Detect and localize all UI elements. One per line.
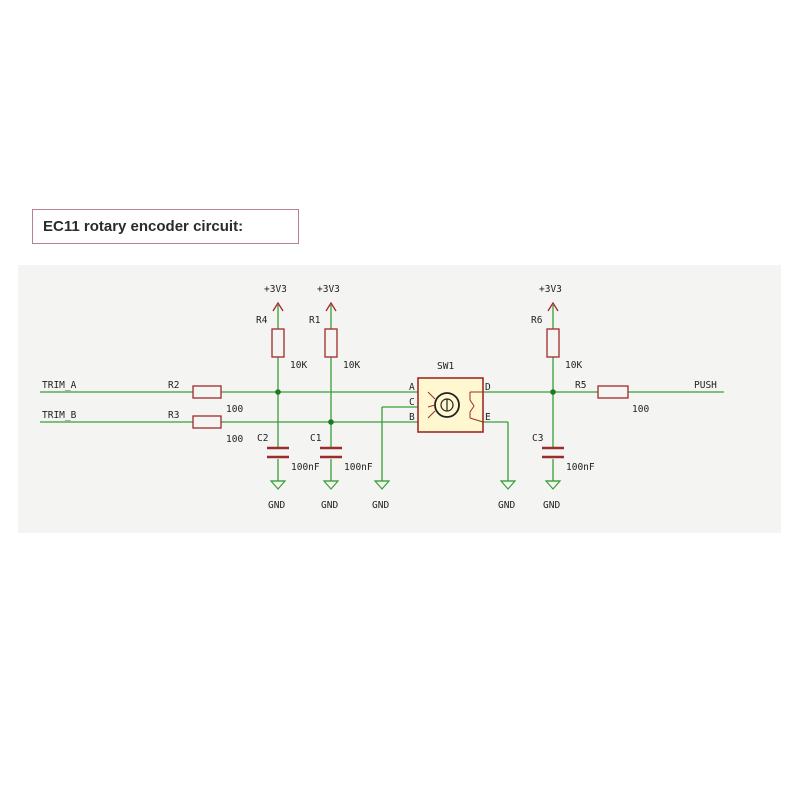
resistor-r3-body [192,415,222,429]
resistor-r1-body [324,328,338,358]
ref-r2: R2 [168,380,179,391]
ground-label-sw-e: GND [498,500,515,511]
capacitor-c2-body [267,446,289,459]
wire-sw-e-gnd [483,421,509,481]
schematic-canvas: TRIM_A TRIM_B PUSH +3V3 +3V3 +3V3 GND GN… [18,265,781,533]
title-box: EC11 rotary encoder circuit: [32,209,299,244]
ref-sw1: SW1 [437,361,454,372]
value-r2: 100 [226,404,243,415]
power-label-r6: +3V3 [539,284,562,295]
capacitor-c1-body [320,446,342,459]
junction-r4-trim-a [275,389,281,395]
ground-symbol-c1 [323,480,339,490]
pin-label-e: E [485,412,491,423]
wire-sw-c-gnd [381,406,418,481]
junction-r1-trim-b [328,419,334,425]
ground-label-sw-c: GND [372,500,389,511]
power-arrow-r1 [325,301,337,312]
ground-symbol-c2 [270,480,286,490]
resistor-r5-body [597,385,629,399]
resistor-r4-body [271,328,285,358]
pin-label-c: C [409,397,415,408]
diagram-title: EC11 rotary encoder circuit: [43,218,244,235]
junction-r6-push [550,389,556,395]
ref-r6: R6 [531,315,543,326]
value-r5: 100 [632,404,649,415]
value-r1: 10K [343,360,360,371]
value-r6: 10K [565,360,582,371]
ref-r4: R4 [256,315,268,326]
capacitor-c3-body [542,446,564,459]
ground-symbol-sw-c [374,480,390,490]
pin-label-d: D [485,382,491,393]
power-label-r4: +3V3 [264,284,287,295]
ref-r5: R5 [575,380,586,391]
power-label-r1: +3V3 [317,284,340,295]
pin-label-b: B [409,412,415,423]
pin-label-a: A [409,382,415,393]
value-c1: 100nF [344,462,373,473]
value-c3: 100nF [566,462,595,473]
ground-label-c1: GND [321,500,338,511]
ground-symbol-sw-e [500,480,516,490]
value-c2: 100nF [291,462,320,473]
ref-c2: C2 [257,433,268,444]
ref-c3: C3 [532,433,543,444]
ground-label-c2: GND [268,500,285,511]
resistor-r6-body [546,328,560,358]
net-label-trim-b: TRIM_B [42,410,77,421]
schematic-svg: TRIM_A TRIM_B PUSH +3V3 +3V3 +3V3 GND GN… [40,284,724,511]
ref-c1: C1 [310,433,322,444]
value-r3: 100 [226,434,243,445]
net-label-push: PUSH [694,380,717,391]
ground-symbol-c3 [545,480,561,490]
ground-label-c3: GND [543,500,560,511]
encoder-sw1 [417,377,484,433]
power-arrow-r4 [272,301,284,312]
resistor-r2-body [192,385,222,399]
ref-r1: R1 [309,315,321,326]
net-label-trim-a: TRIM_A [42,380,77,391]
value-r4: 10K [290,360,307,371]
ref-r3: R3 [168,410,179,421]
power-arrow-r6 [547,301,559,312]
